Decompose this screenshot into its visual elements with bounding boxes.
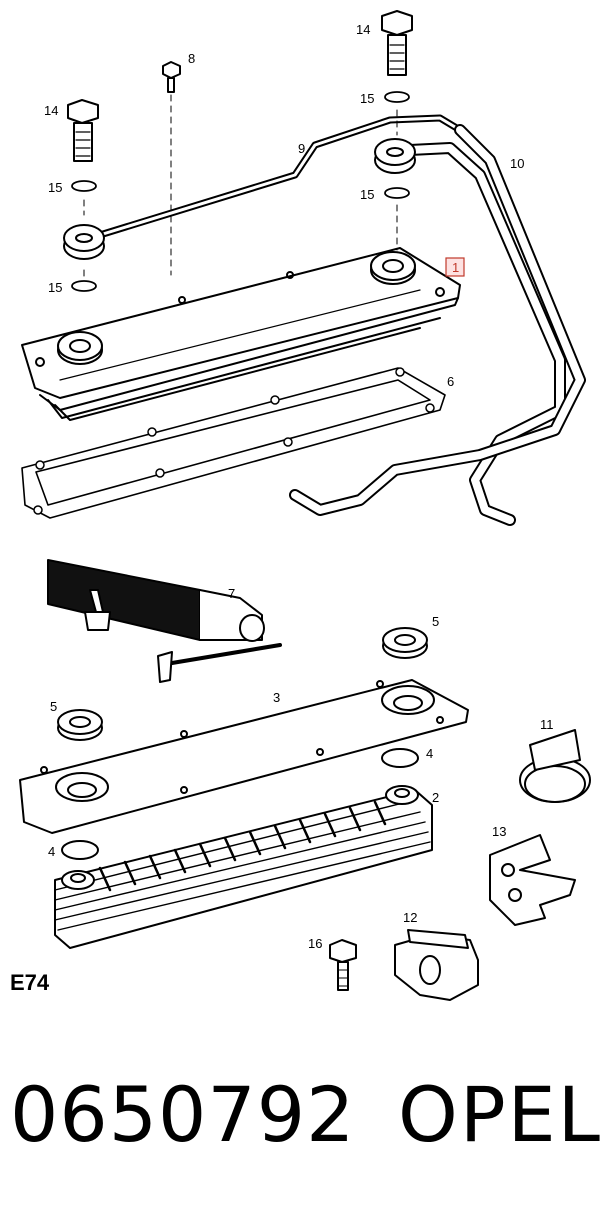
- callout-3: 3: [273, 690, 280, 705]
- callout-10: 10: [510, 156, 524, 171]
- callouts: 1 2 3 4 4 5 5 6 7 8 9 10 11 12 13 14 14 …: [44, 22, 554, 951]
- bracket-13: [489, 834, 576, 926]
- hose-clamp-11: [519, 729, 591, 803]
- callout-11: 11: [540, 717, 554, 732]
- banjo-bolt-right: [381, 10, 413, 76]
- callout-1: 1: [452, 260, 459, 275]
- callout-4-right: 4: [426, 746, 433, 761]
- callout-7: 7: [228, 586, 235, 601]
- callout-5-left: 5: [50, 699, 57, 714]
- callout-13: 13: [492, 824, 506, 839]
- callout-14-right: 14: [356, 22, 370, 37]
- nut-5-left: [57, 709, 103, 741]
- callout-8: 8: [188, 51, 195, 66]
- callout-1-box: [445, 257, 465, 277]
- callout-15-a: 15: [48, 180, 62, 195]
- callout-2: 2: [432, 790, 439, 805]
- exploded-parts-diagram: 1 2 3 4 4 5 5 6 7 8 9 10 11 12 13 14 14 …: [19, 10, 591, 1001]
- callout-15-c: 15: [360, 91, 374, 106]
- figure-code: E74: [10, 970, 50, 995]
- cover-plate-3: [19, 679, 469, 834]
- bolt-8: [162, 61, 181, 276]
- brand-name: OPEL: [398, 1070, 600, 1159]
- cooler-core-2: [54, 785, 433, 949]
- callout-14-left: 14: [44, 103, 58, 118]
- banjo-fitting-left: [63, 224, 105, 260]
- o-ring-4-left: [61, 840, 99, 860]
- part-number: 0650792: [10, 1070, 356, 1159]
- callout-4-left: 4: [48, 844, 55, 859]
- washer-set: [71, 91, 410, 292]
- cover-nut-left: [57, 331, 103, 365]
- bolt-16: [329, 939, 357, 991]
- banjo-fitting-right: [374, 138, 416, 174]
- callout-12: 12: [403, 910, 417, 925]
- oil-pipe-10: [289, 124, 586, 526]
- callout-9: 9: [298, 141, 305, 156]
- callout-15-d: 15: [360, 187, 374, 202]
- callout-16: 16: [308, 936, 322, 951]
- o-ring-4-right: [381, 748, 419, 768]
- callout-6: 6: [447, 374, 454, 389]
- oil-cooler-assembly: [21, 247, 461, 421]
- nut-5-top: [382, 627, 428, 659]
- callout-5-top: 5: [432, 614, 439, 629]
- cover-nut-right: [370, 251, 416, 285]
- oil-pipe-9: [86, 114, 464, 242]
- clip-12: [394, 929, 479, 1001]
- sealant-tube: [47, 559, 282, 683]
- callout-15-b: 15: [48, 280, 62, 295]
- banjo-bolt-left: [67, 99, 99, 162]
